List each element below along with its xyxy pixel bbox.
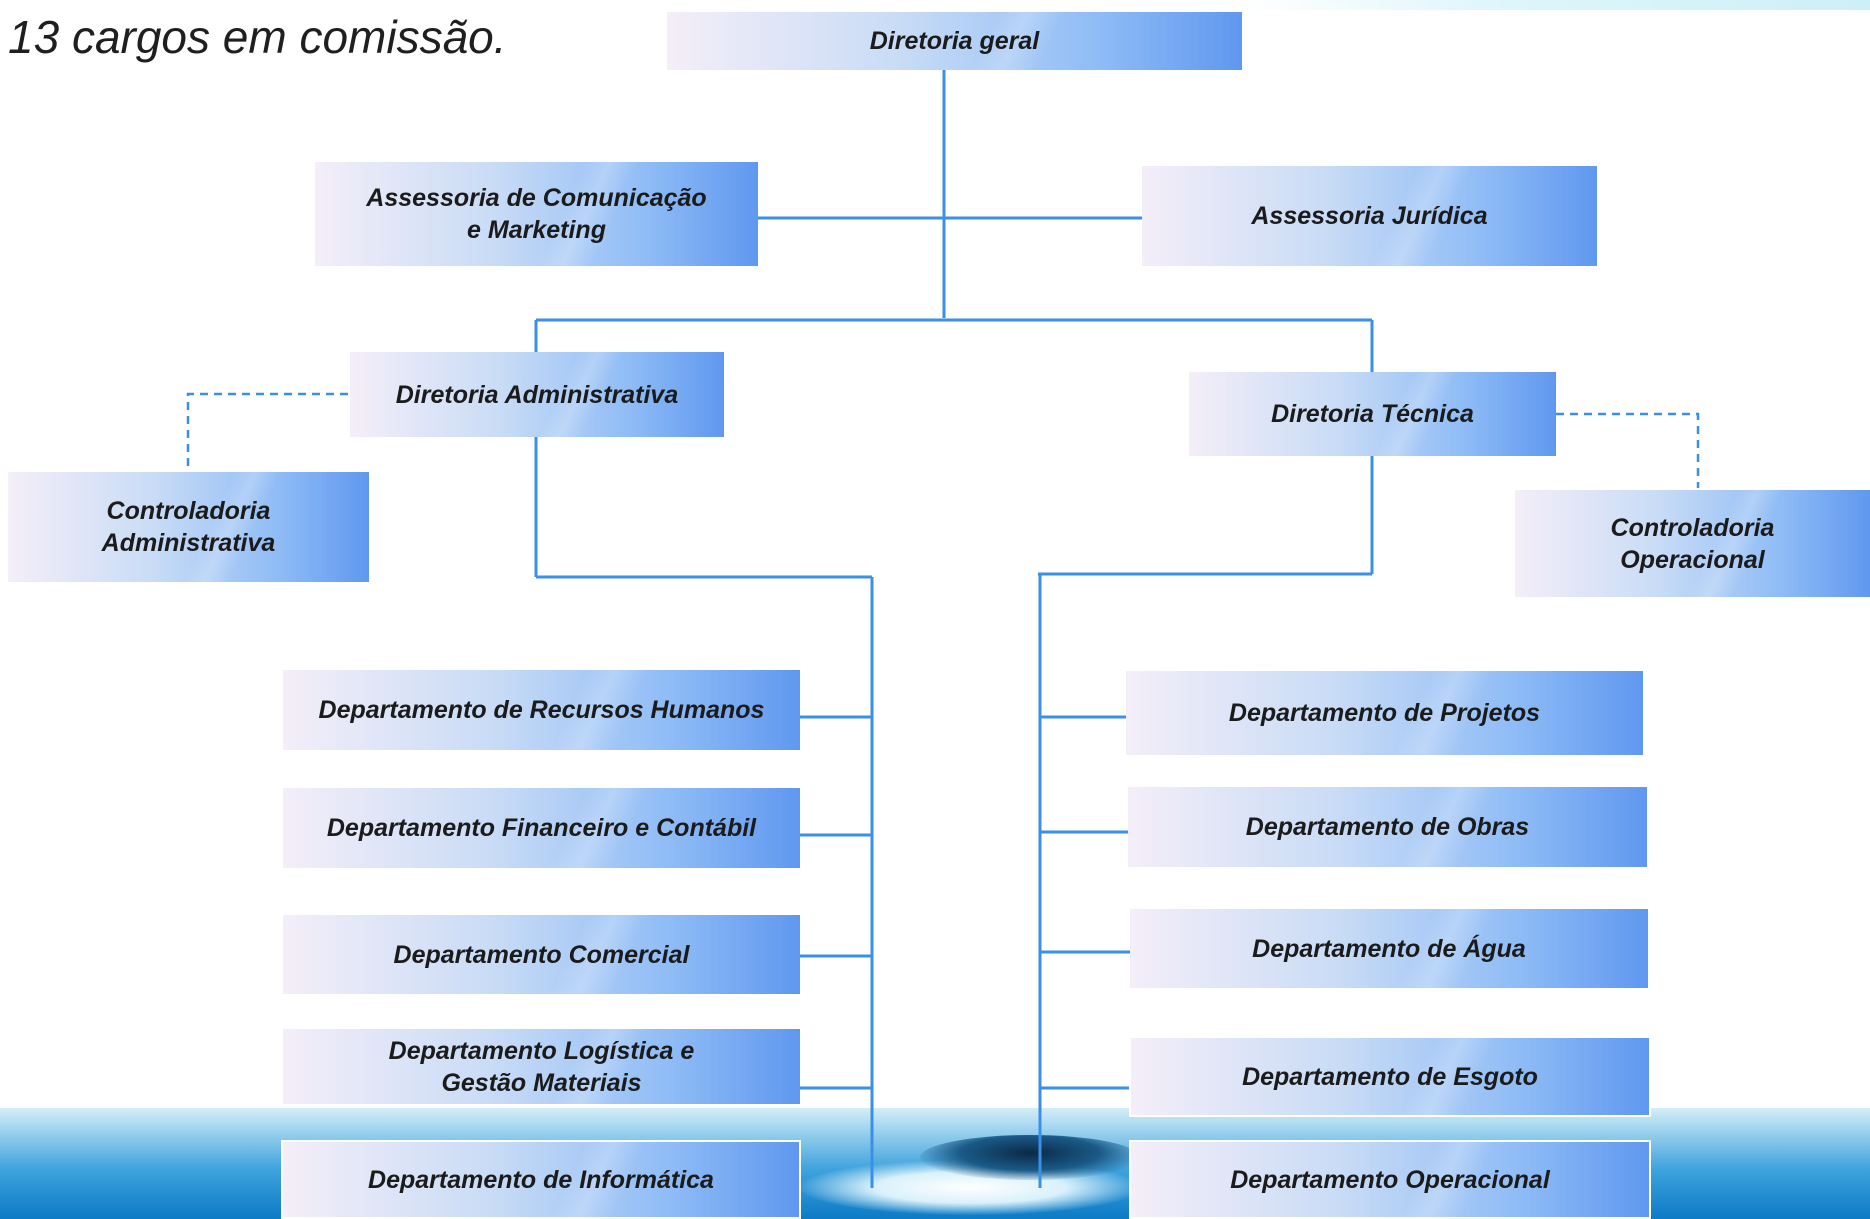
box-departamento-projetos: Departamento de Projetos — [1126, 671, 1643, 755]
box-label: Departamento Comercial — [393, 940, 690, 969]
box-departamento-informatica: Departamento de Informática — [281, 1140, 801, 1219]
connector-controladoria-adm — [186, 392, 348, 472]
box-label: Diretoria Técnica — [1271, 400, 1474, 428]
box-label-line2: Operacional — [1620, 545, 1765, 574]
box-label: Diretoria geral — [869, 27, 1040, 55]
box-departamento-financeiro: Departamento Financeiro e Contábil — [283, 788, 800, 868]
box-label: Departamento de Recursos Humanos — [318, 696, 765, 724]
water-drop-image — [920, 1135, 1140, 1180]
box-label: Assessoria Jurídica — [1251, 202, 1488, 230]
box-label: Departamento Logística e Gestão Materiai… — [388, 1036, 695, 1097]
box-departamento-comercial: Departamento Comercial — [283, 915, 800, 994]
box-controladoria-administrativa: Controladoria Administrativa — [8, 472, 369, 582]
box-diretoria-administrativa: Diretoria Administrativa — [350, 352, 724, 437]
box-departamento-logistica: Departamento Logística e Gestão Materiai… — [283, 1029, 800, 1104]
box-label: Departamento de Informática — [368, 1165, 714, 1194]
decorative-top-band — [1240, 0, 1870, 10]
box-label-line1: Assessoria de Comunicação — [366, 184, 707, 212]
box-label: Departamento de Água — [1252, 934, 1526, 963]
box-label-line2: Administrativa — [101, 529, 276, 557]
box-label: Departamento de Projetos — [1228, 699, 1541, 727]
box-label: Departamento de Obras — [1245, 813, 1530, 841]
box-label-line1: Controladoria — [1610, 513, 1775, 542]
box-label: Diretoria Administrativa — [395, 380, 679, 409]
box-departamento-esgoto: Departamento de Esgoto — [1129, 1036, 1651, 1117]
connector-controladoria-op — [1556, 412, 1700, 488]
box-assessoria-comunicacao: Assessoria de Comunicação e Marketing — [315, 162, 758, 266]
box-controladoria-operacional: Controladoria Operacional — [1515, 490, 1870, 597]
box-label: Departamento de Esgoto — [1242, 1062, 1538, 1091]
box-diretoria-geral: Diretoria geral — [667, 12, 1242, 70]
box-departamento-agua: Departamento de Água — [1130, 909, 1648, 988]
box-diretoria-tecnica: Diretoria Técnica — [1189, 372, 1556, 456]
box-label-line1: Controladoria — [106, 497, 271, 525]
box-departamento-recursos-humanos: Departamento de Recursos Humanos — [283, 670, 800, 750]
box-departamento-obras: Departamento de Obras — [1128, 787, 1647, 867]
box-label: Departamento Financeiro e Contábil — [326, 814, 757, 842]
box-departamento-operacional: Departamento Operacional — [1129, 1140, 1651, 1219]
box-label: Departamento Operacional — [1230, 1165, 1550, 1194]
box-label-line2: e Marketing — [467, 216, 606, 244]
slide-heading: 13 cargos em comissão. — [8, 11, 507, 63]
box-assessoria-juridica: Assessoria Jurídica — [1142, 166, 1597, 266]
